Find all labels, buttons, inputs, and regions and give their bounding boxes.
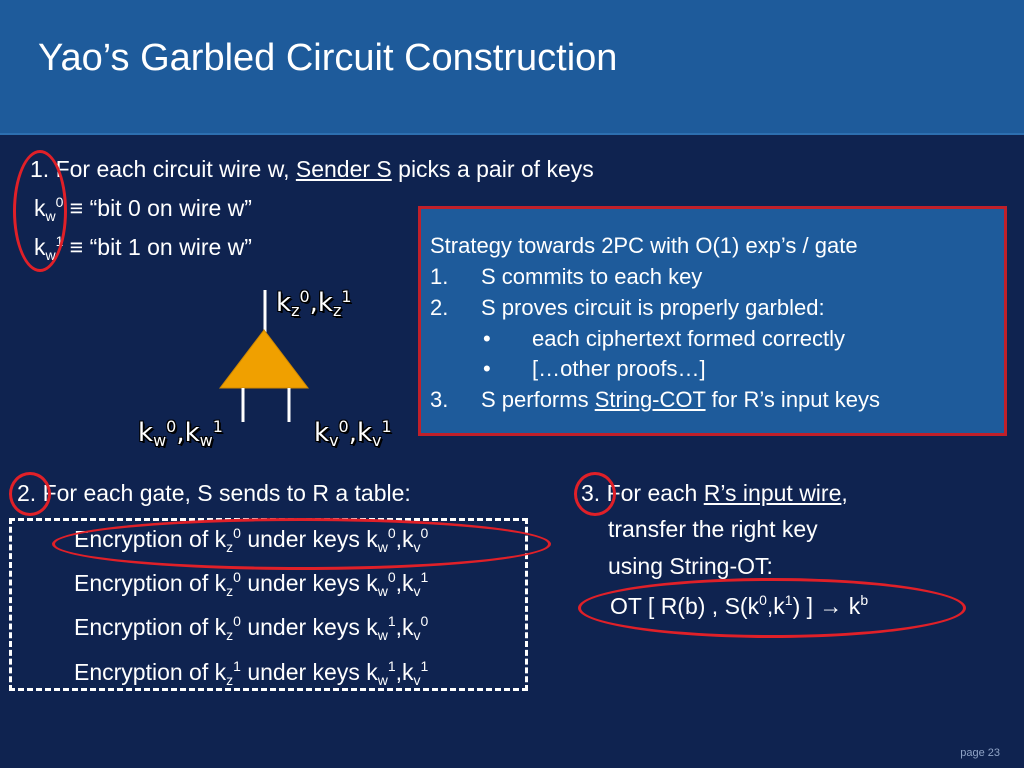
strategy-bullet-1: each ciphertext formed correctly xyxy=(532,326,846,351)
step3-line-1: 3. For each R’s input wire, xyxy=(581,480,848,506)
step2-heading: 2. For each gate, S sends to R a table: xyxy=(17,480,411,506)
bullet-icon: • xyxy=(483,356,491,381)
bullet-icon: • xyxy=(483,326,491,351)
string-cot-link: String-COT xyxy=(594,387,706,412)
gate-triangle xyxy=(218,329,310,389)
right-wire-keys: kv0,kv1 xyxy=(314,417,392,450)
strategy-item-2: S proves circuit is properly garbled: xyxy=(481,295,825,320)
table-row: Encryption of kz1 under keys kw1,kv1 xyxy=(74,658,429,688)
step3-line-2: transfer the right key xyxy=(608,516,818,542)
left-wire-keys: kw0,kw1 xyxy=(138,417,223,450)
table-row: Encryption of kz0 under keys kw0,kv1 xyxy=(74,569,429,599)
strategy-item-3: S performs String-COT for R’s input keys xyxy=(481,387,880,412)
strategy-item-3-num: 3. xyxy=(430,387,449,412)
strategy-item-2-num: 2. xyxy=(430,295,449,320)
input-wire-link: R’s input wire xyxy=(703,480,842,506)
strategy-heading: Strategy towards 2PC with O(1) exp’s / g… xyxy=(430,233,858,258)
highlight-oval-step3-number xyxy=(574,472,616,516)
highlight-oval-step2-number xyxy=(9,472,51,516)
strategy-item-1-num: 1. xyxy=(430,264,449,289)
highlight-oval-ot xyxy=(578,578,966,638)
step1-line: 1. For each circuit wire w, Sender S pic… xyxy=(30,156,594,182)
header-divider xyxy=(0,133,1024,135)
highlight-oval-first-row xyxy=(52,518,551,570)
slide-header xyxy=(0,0,1024,133)
key1-definition: kw1 ≡ “bit 1 on wire w” xyxy=(34,233,252,263)
strategy-item-1: S commits to each key xyxy=(481,264,703,289)
strategy-box: Strategy towards 2PC with O(1) exp’s / g… xyxy=(418,206,1007,436)
sender-link: Sender S xyxy=(295,156,392,182)
page-number: page 23 xyxy=(960,747,1000,759)
highlight-oval-keys xyxy=(13,150,67,272)
strategy-bullet-2: […other proofs…] xyxy=(532,356,706,381)
slide-title: Yao’s Garbled Circuit Construction xyxy=(38,37,618,79)
output-wire-keys: kz0,kz1 xyxy=(276,287,352,320)
step3-line-3: using String-OT: xyxy=(608,553,773,579)
table-row: Encryption of kz0 under keys kw1,kv0 xyxy=(74,613,429,643)
